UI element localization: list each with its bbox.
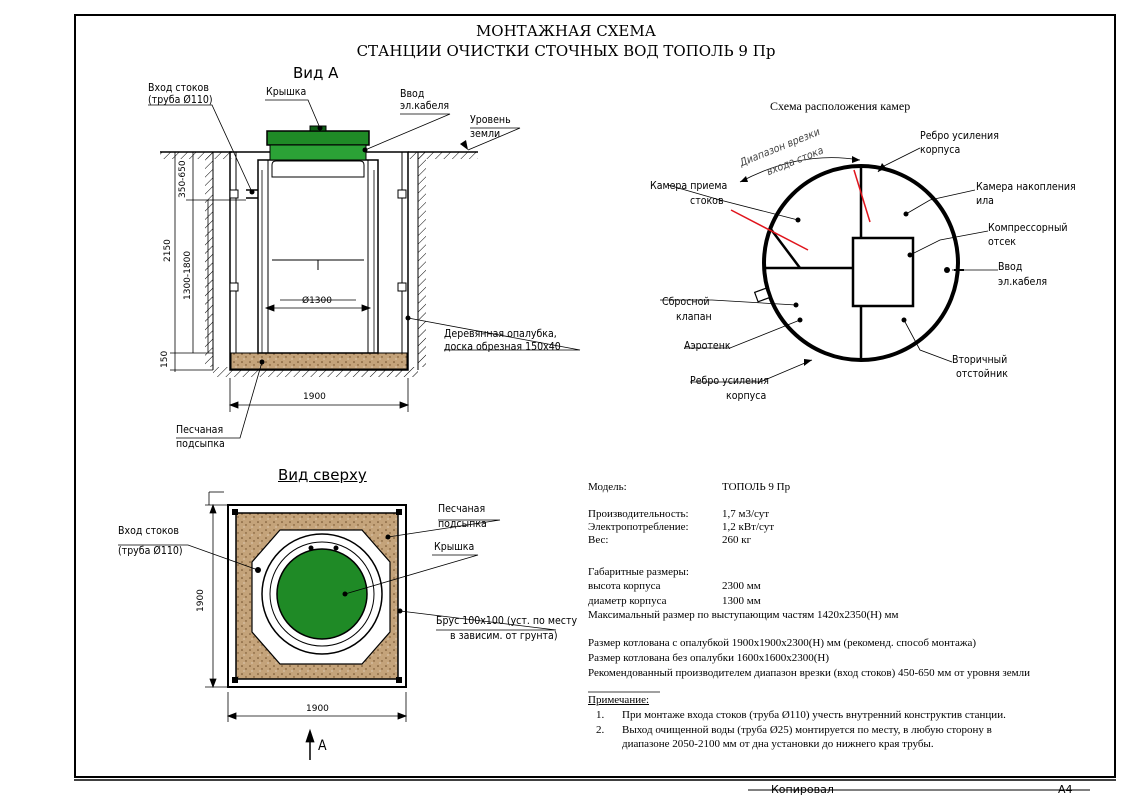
- spec-height-label: высота корпуса: [588, 580, 661, 592]
- chamber-cable-label-2: эл.кабеля: [998, 276, 1048, 288]
- top-view-drawing: [227, 504, 407, 688]
- dim-width-side: 1900: [303, 392, 326, 402]
- dim-2150: 2150: [163, 239, 173, 262]
- dim-top-side: 1900: [196, 589, 206, 612]
- spec-pit-with: Размер котлована с опалубкой 1900х1900х2…: [588, 637, 976, 649]
- note1-number: 1.: [596, 709, 605, 721]
- station-body-section: [257, 159, 379, 354]
- chamber-cable-label: Ввод: [998, 261, 1023, 273]
- chambers-scheme: [753, 164, 964, 362]
- lid-section: [266, 125, 370, 161]
- dim-1300-1800: 1300-1800: [183, 250, 193, 300]
- spec-dims-header: Габаритные размеры:: [588, 566, 689, 578]
- spec-weight-label: Вес:: [588, 534, 609, 546]
- top-leader-lines: [118, 519, 557, 631]
- formwork-label-2: доска обрезная 150х40: [444, 341, 561, 353]
- spec-height-value: 2300 мм: [722, 580, 761, 592]
- view-arrow-label: А: [318, 738, 327, 754]
- side-cable-label-2: эл.кабеля: [400, 100, 450, 112]
- note2-number: 2.: [596, 724, 605, 736]
- chambers-heading: Схема расположения камер: [770, 99, 911, 113]
- spec-power-value: 1,2 кВт/сут: [722, 521, 775, 533]
- note-header: Примечание:: [588, 694, 650, 706]
- top-lid-label: Крышка: [434, 541, 475, 553]
- side-lid-label: Крышка: [266, 86, 307, 98]
- intake-chamber-label: Камера приема: [650, 180, 728, 192]
- rib-bottom-label-2: корпуса: [726, 390, 767, 402]
- spec-diameter-label: диаметр корпуса: [588, 595, 667, 607]
- note2-text-2: диапазоне 2050-2100 мм от дна установки …: [622, 738, 934, 750]
- inlet-range-marks: [730, 156, 871, 251]
- note2-text: Выход очищенной воды (труба Ø25) монтиру…: [622, 724, 992, 736]
- top-sand-label: Песчаная: [438, 503, 486, 515]
- spec-model-value: ТОПОЛЬ 9 Пр: [722, 481, 791, 493]
- top-view-dimensions: [205, 491, 408, 760]
- dim-top-bottom: 1900: [306, 704, 329, 714]
- settler-label: Вторичный: [952, 354, 1008, 366]
- top-view-heading: Вид сверху: [278, 466, 367, 484]
- footer-copied: Копировал: [771, 783, 834, 796]
- spec-power-label: Электропотребление:: [588, 521, 689, 533]
- side-inlet-label: Вход стоков: [148, 82, 209, 94]
- ground-level-label: Уровень: [470, 114, 511, 126]
- side-sand-label-2: подсыпка: [176, 438, 225, 450]
- spec-model-label: Модель:: [588, 481, 627, 493]
- dim-350-650: 350-650: [178, 160, 188, 198]
- beam-label: Брус 100х100 (уст. по месту: [436, 615, 578, 627]
- drawing-subtitle: СТАНЦИИ ОЧИСТКИ СТОЧНЫХ ВОД ТОПОЛЬ 9 Пр: [356, 42, 776, 60]
- spec-capacity-label: Производительность:: [588, 508, 689, 520]
- valve-label-2: клапан: [676, 311, 712, 323]
- side-cable-label: Ввод: [400, 88, 425, 100]
- drawing-frame: [74, 14, 1116, 778]
- spec-diameter-value: 1300 мм: [722, 595, 761, 607]
- side-sand-label: Песчаная: [176, 424, 224, 436]
- side-leader-lines: [148, 99, 581, 439]
- top-inlet-pipe-label: (труба Ø110): [118, 545, 183, 557]
- beam-label-2: в зависим. от грунта): [450, 630, 558, 642]
- ground-level-line: [160, 151, 478, 377]
- ground-level-label-2: земли: [470, 128, 501, 140]
- spec-pit-without: Размер котлована без опалубки 1600х1600х…: [588, 652, 830, 664]
- footer-format: А4: [1058, 783, 1073, 796]
- settler-label-2: отстойник: [956, 368, 1008, 380]
- view-a-heading: Вид А: [293, 64, 339, 82]
- spec-weight-value: 260 кг: [722, 534, 752, 546]
- rib-top-label: Ребро усиления: [920, 130, 999, 142]
- spec-max-size: Максимальный размер по выступающим частя…: [588, 609, 899, 621]
- rib-top-label-2: корпуса: [920, 144, 961, 156]
- dim-150: 150: [160, 350, 170, 368]
- intake-chamber-label-2: стоков: [690, 195, 724, 207]
- side-dimension-lines: [170, 152, 410, 412]
- compressor-label-2: отсек: [988, 236, 1016, 248]
- spec-recommended: Рекомендованный производителем диапазон …: [588, 667, 1030, 679]
- drawing-title: МОНТАЖНАЯ СХЕМА: [475, 22, 657, 40]
- valve-label: Сбросной: [662, 296, 710, 308]
- dim-diameter: Ø1300: [302, 296, 332, 306]
- aerotank-label: Аэротенк: [684, 340, 731, 352]
- side-inlet-pipe-label: (труба Ø110): [148, 94, 213, 106]
- compressor-label: Компрессорный: [988, 222, 1068, 234]
- rib-bottom-label: Ребро усиления: [690, 375, 769, 387]
- spec-capacity-value: 1,7 м3/сут: [722, 508, 770, 520]
- top-sand-label-2: подсыпка: [438, 518, 487, 530]
- sludge-chamber-label-2: ила: [976, 195, 994, 207]
- top-inlet-label: Вход стоков: [118, 525, 179, 537]
- sludge-chamber-label: Камера накопления: [976, 181, 1076, 193]
- formwork-label: Деревянная опалубка,: [444, 328, 557, 340]
- note1-text: При монтаже входа стоков (труба Ø110) уч…: [622, 709, 1006, 721]
